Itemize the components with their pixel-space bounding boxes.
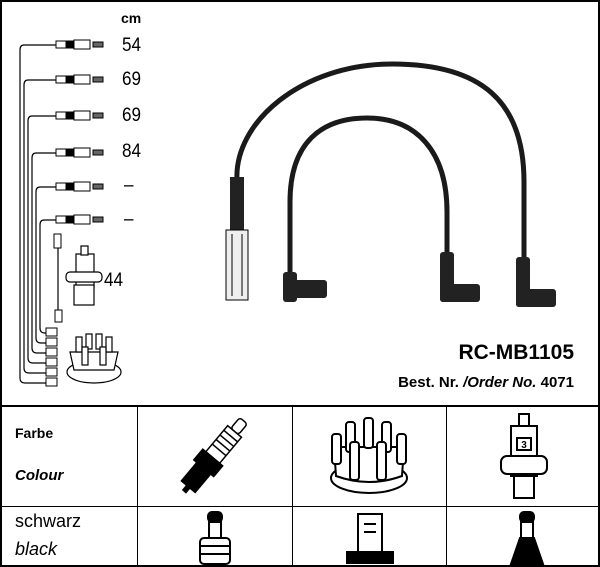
column-divider	[292, 406, 293, 565]
distributor-boot-end-icon	[346, 513, 394, 564]
wire-harness-lines	[19, 44, 59, 384]
length-label: –	[124, 209, 134, 230]
table-top-border	[2, 405, 598, 407]
order-number: 4071	[540, 374, 574, 391]
length-label: 84	[122, 141, 142, 162]
colour-header-de: Farbe	[15, 425, 54, 441]
length-label: 69	[122, 69, 142, 90]
table-row-divider	[2, 506, 598, 507]
colour-value-en: black	[15, 539, 58, 559]
spark-plug-boot	[225, 177, 249, 301]
column-divider	[446, 406, 447, 565]
plug-connectors	[45, 39, 104, 387]
column-divider	[137, 406, 138, 565]
ignition-cables	[234, 61, 527, 287]
colour-header-en: Colour	[15, 467, 64, 484]
ignition-coil-icon: 3	[500, 413, 548, 499]
unit-label: cm	[121, 10, 142, 26]
angled-boots	[283, 252, 556, 307]
small-distributor-cap-icon	[66, 333, 122, 384]
product-code: RC-MB1105	[458, 341, 574, 364]
coil-badge: 3	[521, 440, 527, 451]
length-label: 54	[122, 35, 142, 56]
cable-set-diagram	[19, 39, 556, 387]
coil-length-label: 44	[104, 270, 124, 291]
spark-plug-boot-end-icon	[199, 511, 231, 565]
spark-plug-icon	[180, 418, 247, 494]
colour-value-de: schwarz	[15, 511, 82, 531]
coil-boot-end-icon	[509, 511, 545, 565]
distributor-cap-icon	[330, 417, 408, 494]
order-separator: /	[463, 374, 468, 391]
small-coil-icon	[65, 245, 103, 306]
length-label: –	[124, 175, 134, 196]
order-label-de: Best. Nr.	[398, 374, 459, 391]
length-label: 69	[122, 105, 142, 126]
order-label-en: Order No.	[467, 374, 537, 391]
order-number-line: Best. Nr. /Order No. 4071	[398, 374, 574, 391]
